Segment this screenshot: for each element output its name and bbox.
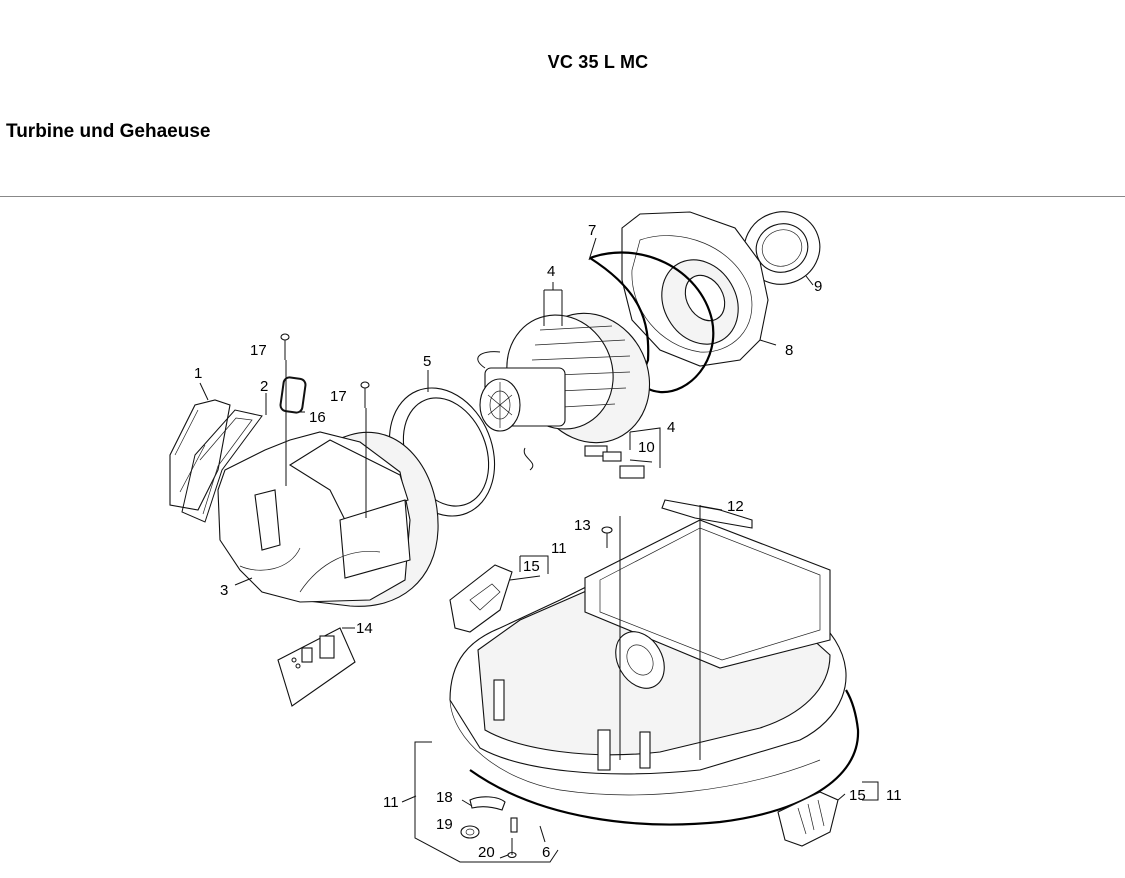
part-screws-17 bbox=[280, 333, 370, 408]
leader-lines bbox=[199, 237, 879, 863]
part-motor-cover bbox=[621, 211, 769, 367]
callout-3: 3 bbox=[220, 582, 228, 599]
part-filter-frame bbox=[181, 409, 263, 523]
part-handle-clip-right bbox=[777, 791, 839, 847]
part-small-gasket bbox=[279, 376, 307, 414]
callout-13: 13 bbox=[574, 517, 591, 534]
callout-11-right: 11 bbox=[886, 787, 902, 804]
part-turbine-housing bbox=[217, 431, 439, 607]
callout-numbers: 1 2 3 4 4 5 6 7 8 9 10 11 11 11 12 13 14… bbox=[194, 222, 902, 861]
part-base-housing bbox=[449, 519, 860, 826]
callout-6: 6 bbox=[542, 844, 550, 861]
model-title: VC 35 L MC bbox=[547, 52, 649, 72]
part-motor bbox=[477, 312, 651, 471]
callout-15-mid: 15 bbox=[523, 558, 540, 575]
callout-17-right: 17 bbox=[330, 388, 347, 405]
part-clamp-18 bbox=[469, 796, 506, 811]
callout-9: 9 bbox=[814, 278, 822, 295]
part-washer-19 bbox=[460, 825, 480, 839]
callout-16: 16 bbox=[309, 409, 326, 426]
callout-5: 5 bbox=[423, 353, 431, 370]
callout-4-brushes: 4 bbox=[667, 419, 675, 436]
callout-1: 1 bbox=[194, 365, 202, 382]
part-screw-20 bbox=[507, 817, 518, 859]
part-carbon-brushes bbox=[584, 445, 645, 479]
part-screw-13 bbox=[601, 526, 613, 548]
callout-19: 19 bbox=[436, 816, 453, 833]
callout-2: 2 bbox=[260, 378, 268, 395]
callout-7: 7 bbox=[588, 222, 596, 239]
part-filter-cover bbox=[169, 399, 231, 511]
part-handle-clip-left bbox=[449, 564, 513, 633]
header-divider bbox=[0, 196, 1125, 197]
part-circuit-board bbox=[277, 627, 356, 707]
part-gasket-ring bbox=[589, 251, 715, 394]
callout-11-left: 11 bbox=[383, 794, 399, 811]
callout-15-right: 15 bbox=[849, 787, 866, 804]
callout-12: 12 bbox=[727, 498, 744, 515]
section-title: Turbine und Gehaeuse bbox=[6, 121, 211, 142]
callout-14: 14 bbox=[356, 620, 373, 637]
callout-8: 8 bbox=[785, 342, 793, 359]
callout-17-left: 17 bbox=[250, 342, 267, 359]
callout-18: 18 bbox=[436, 789, 453, 806]
callout-20: 20 bbox=[478, 844, 495, 861]
callout-4-top: 4 bbox=[547, 263, 555, 280]
callout-11-mid: 11 bbox=[551, 540, 567, 557]
callout-10: 10 bbox=[638, 439, 655, 456]
